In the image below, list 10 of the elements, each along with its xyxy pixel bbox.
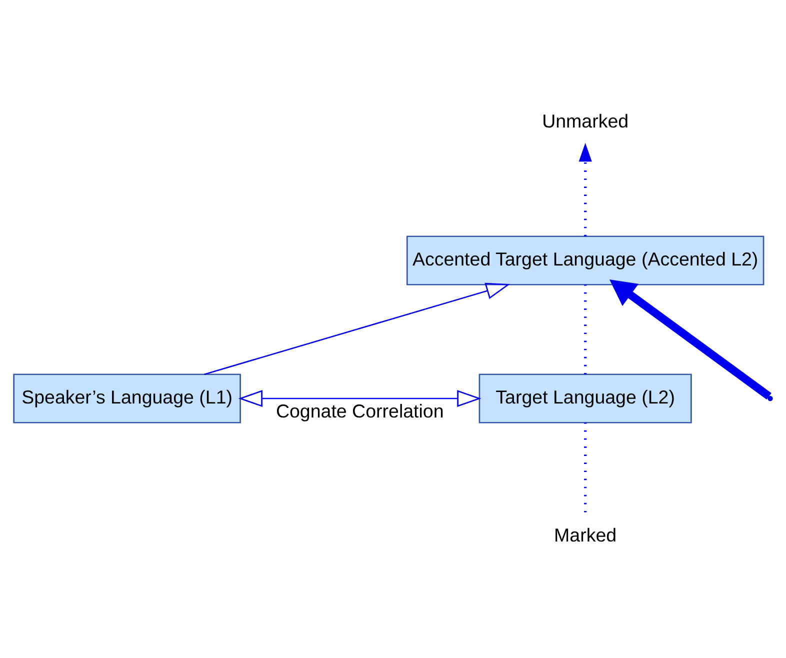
arrow — [238, 390, 482, 406]
node-box: Speaker’s Language (L1) — [13, 373, 241, 423]
arrow — [609, 279, 772, 400]
node-text: Marked — [554, 524, 617, 545]
node-text: Unmarked — [542, 110, 629, 131]
arrow — [204, 282, 510, 374]
arrow — [578, 142, 592, 236]
node-box: Target Language (L2) — [478, 373, 692, 423]
node-box: Accented Target Language (Accented L2) — [406, 235, 764, 285]
edge-label: Cognate Correlation — [276, 400, 444, 422]
